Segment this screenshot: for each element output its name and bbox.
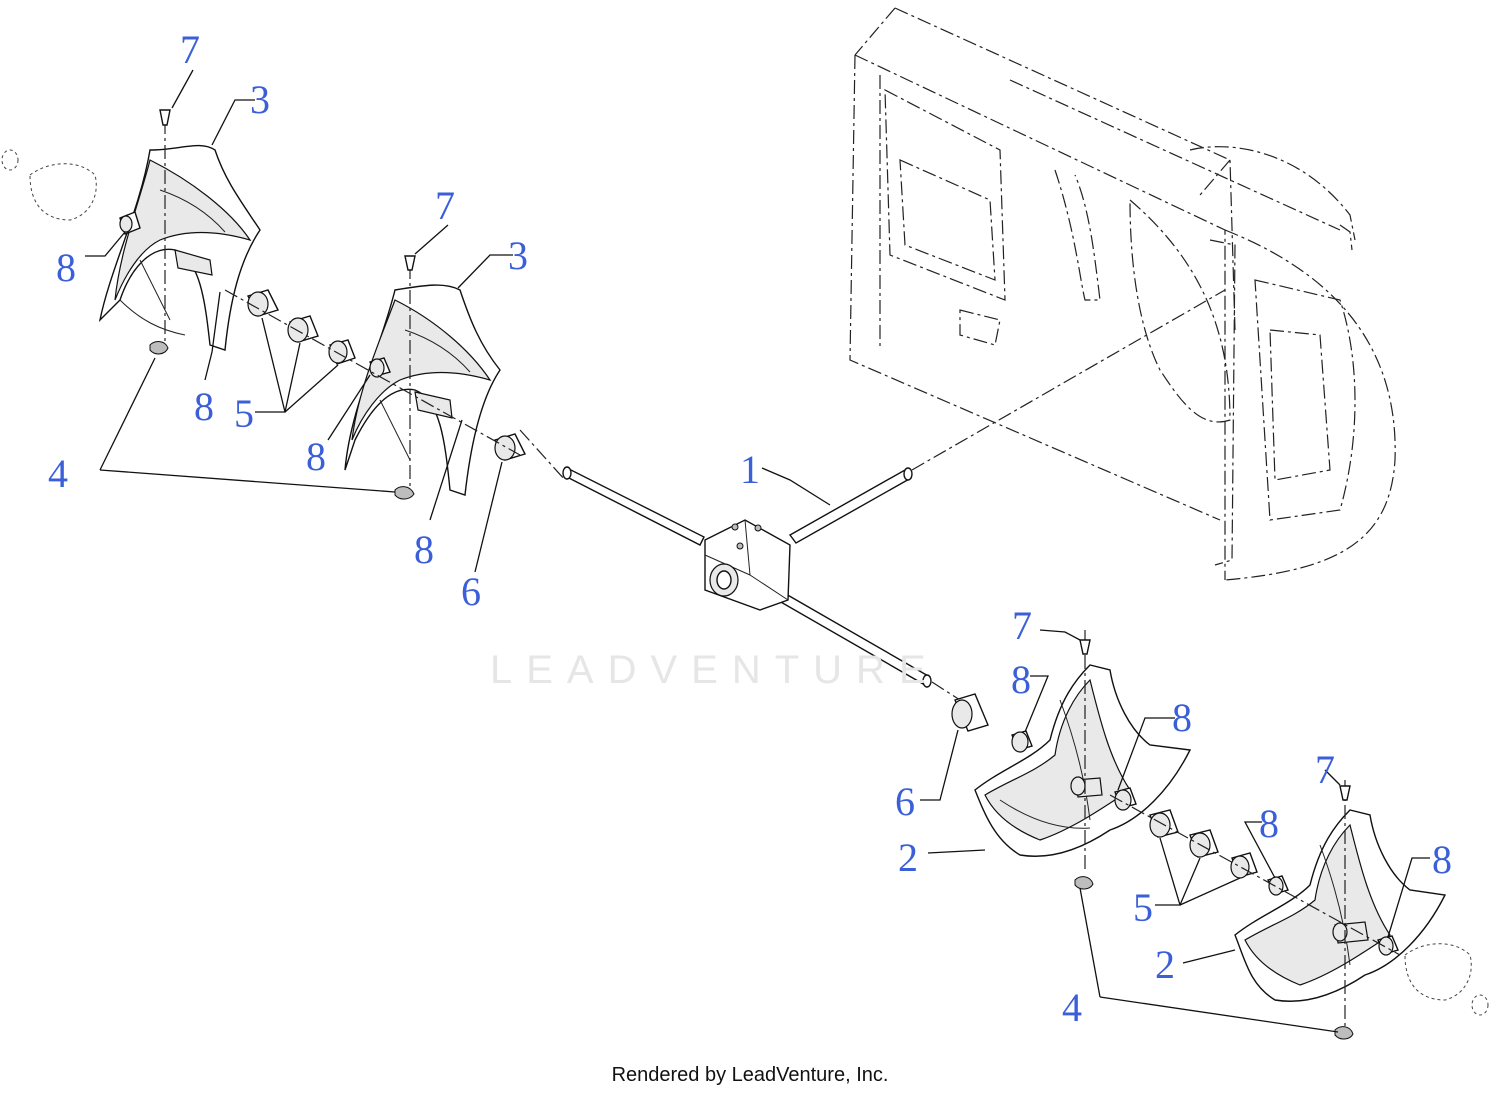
callout-3: 3 [250, 77, 270, 122]
callout-8: 8 [306, 434, 326, 479]
callout-7: 7 [180, 27, 200, 72]
callout-8: 8 [1432, 837, 1452, 882]
watermark: LEADVENTURE [490, 648, 940, 692]
callout-8: 8 [1259, 801, 1279, 846]
auger-spiral-left-inner [344, 255, 501, 500]
auger-spiral-left-outer [1, 109, 261, 355]
bushings-right [951, 693, 1401, 956]
callout-8: 8 [1172, 695, 1192, 740]
callout-8: 8 [194, 384, 214, 429]
callout-5: 5 [1133, 885, 1153, 930]
auger-housing [849, 7, 1396, 581]
auger-shaft-gearbox [519, 289, 1226, 701]
callout-4: 4 [1062, 985, 1082, 1030]
callout-7: 7 [435, 183, 455, 228]
callout-8: 8 [1011, 657, 1031, 702]
callout-2: 2 [1155, 942, 1175, 987]
callout-4: 4 [48, 451, 68, 496]
auger-spiral-right-outer [1234, 780, 1489, 1040]
callout-8: 8 [56, 245, 76, 290]
callout-1: 1 [740, 447, 760, 492]
callout-7: 7 [1012, 603, 1032, 648]
render-credit: Rendered by LeadVenture, Inc. [611, 1064, 889, 1086]
callout-8: 8 [414, 527, 434, 572]
bushings-left [224, 289, 526, 461]
callout-7: 7 [1315, 747, 1335, 792]
callout-2: 2 [898, 835, 918, 880]
auger-spiral-right-inner [974, 630, 1192, 890]
callout-5: 5 [234, 391, 254, 436]
callout-3: 3 [508, 233, 528, 278]
leader-lines [85, 69, 1430, 1033]
callout-6: 6 [895, 779, 915, 824]
callout-6: 6 [461, 569, 481, 614]
